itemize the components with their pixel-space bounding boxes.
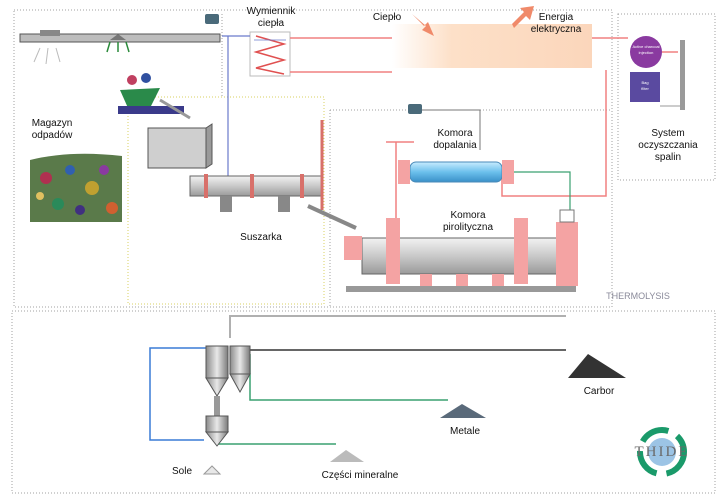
heat-exchanger: [249, 31, 291, 77]
afterburner-line1: Komora: [437, 128, 473, 139]
waste-storage-line2: odpadów: [31, 130, 73, 141]
salts-pile: [202, 465, 222, 475]
pyrolysis-label: Komora pirolityczna: [430, 210, 506, 234]
dryer-label: Suszarka: [240, 232, 282, 243]
flue-gas-line2: oczyszczania: [638, 140, 698, 151]
section-frames: [11, 9, 716, 494]
dryer-conveyor: [307, 204, 357, 230]
bag-filter-label-1: Bag: [641, 80, 648, 85]
heat-arrow-icon: [412, 14, 434, 36]
salts-label: Sole: [171, 466, 192, 477]
charcoal-label-1: Active charcoal: [632, 44, 659, 49]
blue-pipes: [222, 35, 250, 176]
minerals-label: Części mineralne: [321, 470, 399, 481]
thide-logo: [637, 427, 687, 477]
bag-filter-label-2: filter: [641, 86, 649, 91]
metals-pile: [440, 404, 486, 418]
electric-energy-line2: elektryczna: [530, 24, 582, 35]
carbon-label: Carbor: [583, 386, 615, 397]
thermolysis-frame: [13, 9, 613, 308]
afterburner-label: Komora dopalania: [420, 128, 490, 152]
pyrolysis-line1: Komora: [450, 210, 486, 221]
afterburner: [398, 160, 514, 184]
electric-energy-line1: Energia: [538, 12, 574, 23]
charcoal-label-2: injection: [639, 50, 654, 55]
flue-gas-frame: [617, 13, 716, 181]
pyrolysis-line2: pirolityczna: [442, 222, 494, 233]
dryer-frame: [127, 96, 325, 305]
flue-gas-line3: spalin: [654, 152, 682, 163]
thide-logo-text: THIDE: [634, 444, 690, 460]
electric-energy-label: Energia elektryczna: [524, 12, 588, 36]
waste-storage-line1: Magazyn: [31, 118, 73, 129]
heat-exchanger-label-line1: Wymiennik: [246, 6, 296, 17]
minerals-pile: [330, 450, 364, 462]
pyrolysis-chamber: [344, 209, 578, 292]
flue-gas-system: Active charcoal injection Bag filter: [630, 36, 685, 110]
energy-arrow-icon: [512, 6, 534, 28]
afterburner-feed: [414, 109, 481, 150]
waste-pile: [30, 153, 122, 222]
outputs-frame: [11, 310, 716, 494]
green-pipe: [503, 171, 571, 222]
thermolysis-label: THERMOLYSIS: [606, 291, 670, 301]
metals-label: Metale: [449, 426, 480, 437]
afterburner-line2: dopalania: [433, 140, 477, 151]
separator-silos: [204, 345, 251, 447]
heat-exchanger-label: Wymiennik ciepła: [236, 6, 306, 30]
waste-storage-label: Magazyn odpadów: [22, 118, 82, 142]
flue-gas-label: System oczyszczania spalin: [630, 128, 706, 164]
overhead-crane: [19, 14, 221, 65]
heat-exchanger-label-line2: ciepła: [257, 18, 285, 29]
fan-icon: [408, 104, 422, 114]
heat-label: Ciepło: [372, 12, 402, 23]
dryer-unit: [147, 120, 324, 212]
output-piles: [202, 354, 626, 475]
carbon-pile: [568, 354, 626, 378]
flue-gas-line1: System: [651, 128, 685, 139]
feed-hopper: [118, 73, 191, 120]
